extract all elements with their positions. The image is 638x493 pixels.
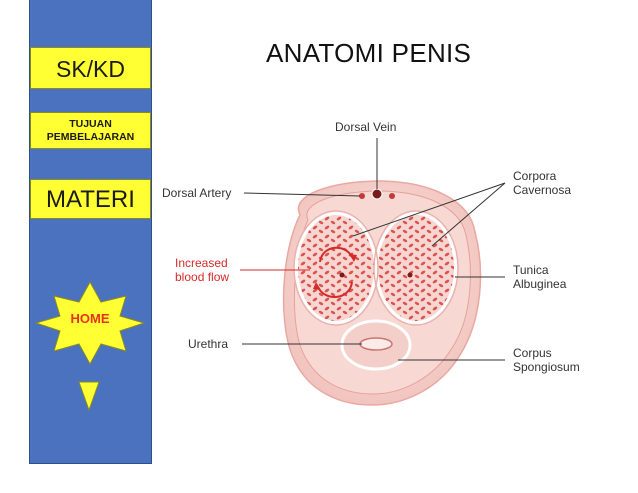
label-tunica-line1: Tunica	[513, 263, 549, 277]
corpus-cavernosum-left	[294, 211, 378, 325]
leader-corpora-2	[431, 182, 506, 247]
home-button[interactable]: HOME	[34, 280, 146, 366]
down-arrow-icon[interactable]	[78, 381, 100, 411]
label-dorsal-artery: Dorsal Artery	[162, 186, 232, 200]
dorsal-artery-right	[389, 193, 395, 199]
label-corpora-cavernosa: Corpora Cavernosa	[513, 169, 571, 197]
label-blood-flow-line2: blood flow	[175, 270, 230, 284]
label-increased-blood-flow: Increased blood flow	[175, 256, 229, 284]
leader-corpora-1	[352, 182, 506, 237]
tujuan-label-line2: PEMBELAJARAN	[46, 131, 135, 143]
leader-dorsal-artery	[243, 192, 361, 197]
sk-kd-button[interactable]: SK/KD	[30, 47, 151, 89]
dorsal-vein	[371, 188, 383, 200]
home-label: HOME	[70, 311, 110, 326]
tunica-left	[293, 210, 379, 326]
blood-flow-arrow-bottom	[317, 281, 353, 298]
label-tunica-albuginea: Tunica Albuginea	[513, 263, 566, 291]
blood-flow-arrowhead-top	[349, 254, 357, 262]
central-artery-left	[339, 272, 345, 278]
urethra	[359, 337, 393, 351]
central-artery-right	[407, 272, 413, 278]
label-corpora-line1: Corpora	[513, 169, 557, 183]
blood-flow-arrowhead-bottom	[313, 282, 321, 290]
label-corpus-spongiosum: Corpus Spongiosum	[513, 346, 580, 374]
corpus-cavernosum-right	[374, 211, 458, 325]
tunica-right	[373, 210, 459, 326]
label-spongiosum-line2: Spongiosum	[513, 360, 580, 374]
tujuan-label-line1: TUJUAN	[69, 118, 112, 130]
label-spongiosum-line1: Corpus	[513, 346, 552, 360]
label-corpora-line2: Cavernosa	[513, 183, 572, 197]
label-blood-flow-line1: Increased	[175, 256, 228, 270]
dorsal-artery-left	[359, 193, 365, 199]
page-title: ANATOMI PENIS	[266, 38, 472, 68]
label-dorsal-vein: Dorsal Vein	[335, 120, 397, 134]
star-burst-icon	[34, 280, 146, 366]
materi-button[interactable]: MATERI	[30, 179, 151, 219]
blood-flow-arrow-top	[319, 246, 353, 263]
tujuan-pembelajaran-button[interactable]: TUJUAN PEMBELAJARAN	[30, 112, 151, 149]
label-tunica-line2: Albuginea	[513, 277, 567, 291]
sidebar-nav: SK/KD TUJUAN PEMBELAJARAN MATERI HOME	[29, 0, 152, 464]
label-urethra: Urethra	[188, 337, 229, 351]
